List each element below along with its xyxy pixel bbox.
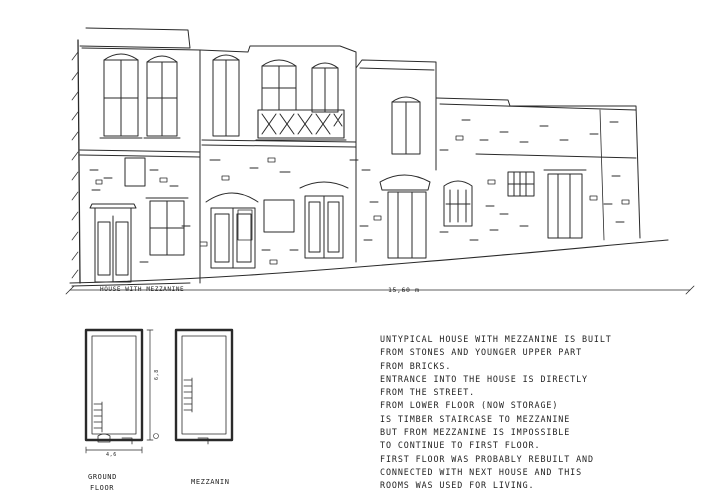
note-line: CONNECTED WITH NEXT HOUSE AND THIS [380, 466, 583, 477]
note-line: FROM STONES AND YOUNGER UPPER PART [380, 347, 583, 358]
note-line: FROM BRICKS. [380, 360, 452, 371]
note-line: IS TIMBER STAIRCASE TO MEZZANINE [380, 413, 571, 424]
note-line: ENTRANCE INTO THE HOUSE IS DIRECTLY [380, 373, 588, 384]
ground-floor-label-1: GROUND [88, 473, 117, 481]
description-notes: UNTYPICAL HOUSE WITH MEZZANINE IS BUILT … [380, 333, 680, 493]
elevation-dimension: 15,60 m [388, 286, 420, 294]
note-line: FROM LOWER FLOOR (NOW STORAGE) [380, 400, 559, 411]
street-elevation-sketch [65, 27, 695, 295]
elevation-caption: HOUSE WITH MEZZANINE [100, 286, 185, 293]
plan-width-dimension: 4,6 [106, 452, 117, 458]
note-line: FIRST FLOOR WAS PROBABLY REBUILT AND [380, 453, 594, 464]
plan-depth-dimension: 6,8 [154, 369, 160, 380]
ground-floor-label-2: FLOOR [90, 484, 115, 492]
note-line: TO CONTINUE TO FIRST FLOOR. [380, 440, 541, 451]
note-line: BUT FROM MEZZANINE IS IMPOSSIBLE [380, 427, 571, 438]
mezzanine-label: MEZZANIN [191, 478, 230, 486]
note-line: UNTYPICAL HOUSE WITH MEZZANINE IS BUILT [380, 334, 612, 344]
note-line: ROOMS WAS USED FOR LIVING. [380, 480, 535, 491]
note-line: FROM THE STREET. [380, 387, 476, 398]
